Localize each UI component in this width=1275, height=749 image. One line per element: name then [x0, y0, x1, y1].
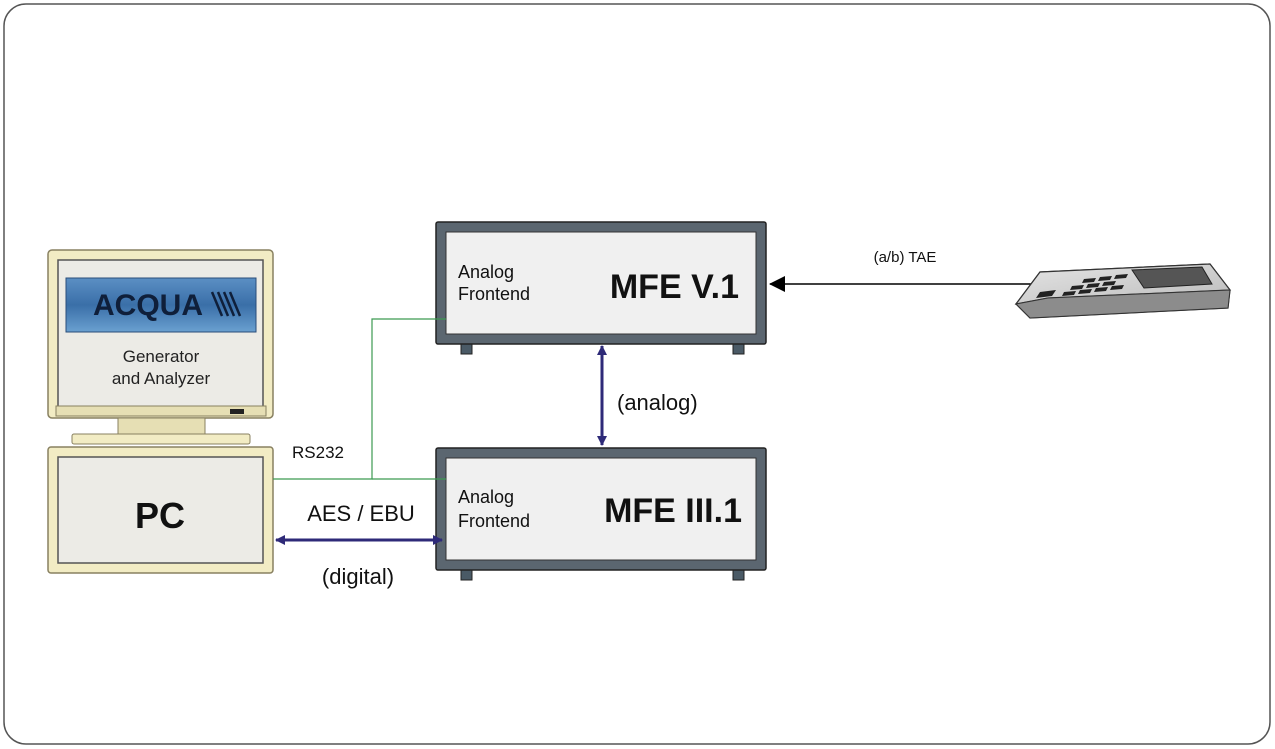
pc-label: PC [135, 495, 185, 536]
rs232-label: RS232 [292, 443, 344, 462]
mfe-v1-sub-line1: Analog [458, 262, 514, 282]
mfe-v1-sub-line2: Frontend [458, 284, 530, 304]
mfe-v1-front-panel [445, 231, 757, 335]
monitor-caption-line2: and Analyzer [112, 369, 211, 388]
telephone-keypad-icon [1036, 274, 1128, 298]
telephone-icon [1014, 263, 1232, 319]
mfe-iii1-sub-line1: Analog [458, 487, 514, 507]
monitor-neck [117, 417, 206, 435]
pc-panel [57, 456, 264, 564]
mfe-iii1-device: Analog Frontend MFE III.1 [435, 447, 767, 581]
monitor-stand [71, 433, 251, 445]
tae-label: (a/b) TAE [874, 249, 937, 266]
rs232-line-to-mfe-v1 [273, 318, 446, 480]
rs232-link [273, 318, 446, 480]
monitor: ACQUA Generator and Analyzer [47, 249, 274, 445]
monitor-lower-bezel [55, 405, 267, 417]
mfe-v1-title: MFE V.1 [610, 268, 739, 306]
pc-unit: PC [47, 446, 274, 574]
monitor-caption-line1: Generator [123, 347, 200, 366]
mfe-iii1-title: MFE III.1 [604, 492, 742, 530]
mfe-v1-device: Analog Frontend MFE V.1 [435, 221, 767, 355]
monitor-power-led-icon [230, 409, 244, 414]
digital-label: (digital) [322, 564, 394, 589]
acqua-logo-text: ACQUA [93, 289, 203, 322]
mfe-iii1-sub-line2: Frontend [458, 511, 530, 531]
telephone-display-icon [1131, 266, 1213, 289]
outer-frame [3, 3, 1271, 745]
analog-label: (analog) [617, 390, 698, 415]
aes-ebu-label: AES / EBU [307, 501, 415, 526]
mfe-iii1-front-panel [445, 457, 757, 561]
acqua-logo-stripes-icon [210, 291, 242, 317]
